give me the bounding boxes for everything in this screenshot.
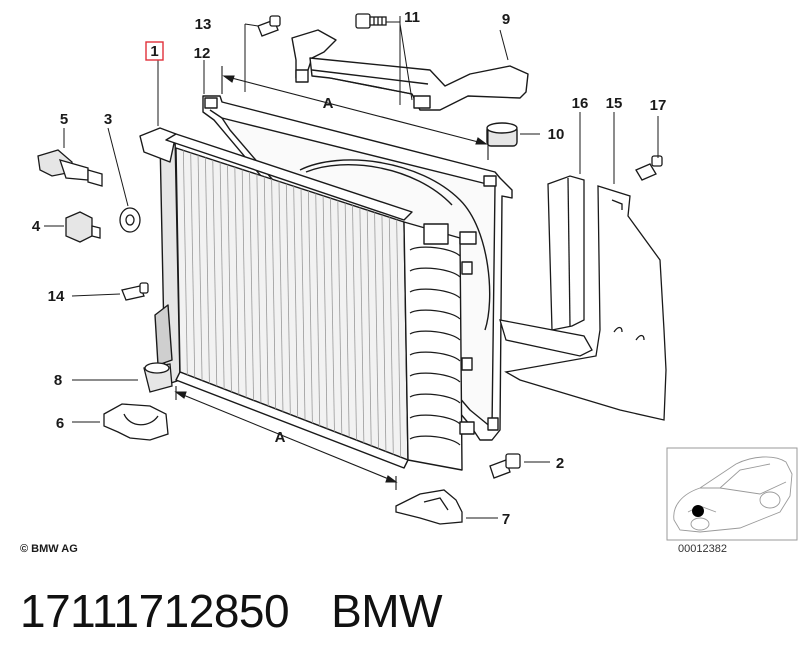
car-outline [673, 456, 793, 533]
callout-17: 17 [650, 97, 667, 114]
callout-labels: 1 2 3 4 5 6 7 8 9 10 11 12 13 14 15 16 1… [32, 9, 667, 528]
callout-14: 14 [48, 288, 65, 305]
callout-8: 8 [54, 372, 62, 389]
inset-reference-number: 00012382 [678, 543, 727, 555]
part-10-rubber-bush [486, 122, 518, 147]
callout-4: 4 [32, 218, 41, 235]
part-4-plug [65, 211, 101, 243]
dimension-a-top: A [323, 95, 334, 112]
callout-1: 1 [150, 43, 158, 60]
callout-11: 11 [404, 9, 420, 26]
radiator-tank-segments [409, 246, 461, 446]
callout-10: 10 [548, 126, 565, 143]
part-7-lower-bracket [395, 489, 463, 525]
part-number-footer: 17111712850 BMW [20, 584, 443, 638]
part-17-clip [635, 155, 663, 181]
location-marker [692, 505, 704, 517]
part-2-bolt [489, 453, 521, 479]
callout-2: 2 [556, 455, 564, 472]
vehicle-location-inset [666, 447, 798, 541]
part-13-clip [257, 15, 281, 37]
part-6-holder [103, 403, 169, 441]
part-15-air-duct [504, 185, 667, 421]
callout-5: 5 [60, 111, 68, 128]
callout-6: 6 [56, 415, 64, 432]
callout-1-highlight [145, 41, 164, 61]
brand-name: BMW [331, 585, 443, 637]
copyright-text: © BMW AG [20, 543, 78, 555]
callout-7: 7 [502, 511, 510, 528]
callout-9: 9 [502, 11, 510, 28]
callout-3: 3 [104, 111, 112, 128]
part-16-side-seal [499, 175, 593, 357]
callout-15: 15 [606, 95, 623, 112]
dimension-a-bottom: A [275, 429, 286, 446]
part-9-upper-bracket [291, 29, 529, 111]
part-3-washer [119, 207, 141, 233]
part-11-bolt [355, 13, 387, 29]
part-5-temperature-switch [37, 149, 103, 187]
radiator [139, 127, 477, 471]
part-8-rubber-mount [143, 362, 173, 393]
callout-13: 13 [195, 16, 212, 33]
part-14-clip [121, 282, 149, 301]
leader-lines [44, 16, 659, 519]
radiator-fins [182, 150, 402, 458]
callout-12: 12 [194, 45, 211, 62]
dimension-lines [174, 66, 489, 490]
callout-16: 16 [572, 95, 589, 112]
part-number: 17111712850 [20, 585, 290, 637]
